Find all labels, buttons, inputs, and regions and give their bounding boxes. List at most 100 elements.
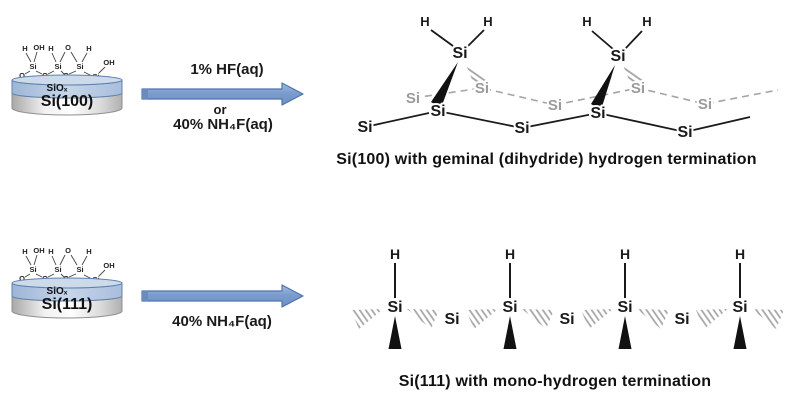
bond-line [59, 51, 66, 63]
atom-label-si-back: Si [631, 80, 645, 97]
reagent-text-1: 40% NH₄F(aq) [172, 313, 272, 330]
caption-si100: Si(100) with geminal (dihydride) hydroge… [336, 151, 757, 168]
atom-label-h: H [48, 44, 53, 53]
atom-label-si: Si [54, 265, 61, 274]
bond-line [47, 70, 55, 75]
bond-line [68, 70, 77, 75]
bond-line [51, 52, 57, 63]
atom-label-si-back: Si [698, 96, 712, 113]
monohydride-unit: H Si [696, 245, 784, 349]
oxide-label: SiOₓ [47, 83, 68, 94]
bond-line [591, 30, 614, 50]
reagent-text-2: or [214, 102, 227, 117]
bond-line [47, 273, 55, 278]
bold-front-bond [388, 316, 402, 349]
bond-line [24, 70, 31, 75]
hashed-back-bond-right [407, 309, 439, 329]
atom-label-h: H [483, 14, 492, 29]
atom-label-si: Si [76, 265, 83, 274]
atom-label-h: H [620, 246, 630, 262]
bond-line [60, 273, 65, 278]
atom-label-si: Si [76, 62, 83, 71]
bold-wedge-bond [431, 62, 458, 108]
wafer-si111: H OH H O H OH Si Si Si Si O O O SiOₓ Si(… [11, 246, 123, 319]
structure-si100-dihydride: H H H H Si Si Si Si Si Si Si Si Si Si Si… [355, 12, 779, 143]
hashed-back-bond-left [581, 309, 613, 329]
atom-label-si-front: Si [357, 119, 372, 136]
atom-label-si: Si [610, 48, 625, 65]
structure-si111-monohydride: H Si Si H Si Si H Si Si [351, 245, 784, 349]
arrow-end-cap [142, 291, 148, 301]
atom-label-si-bridge: Si [559, 311, 574, 328]
surface-bond-lines [24, 254, 106, 280]
bold-front-bond [618, 316, 632, 349]
bond-line [70, 51, 78, 63]
bond-line [60, 70, 65, 75]
atom-label-o: O [19, 274, 25, 283]
reaction-arrow-top: 1% HF(aq) or 40% NH₄F(aq) [141, 61, 304, 133]
bold-front-bond [503, 316, 517, 349]
bond-line [70, 254, 78, 266]
atom-label-h: H [505, 246, 515, 262]
front-chain-solid-bonds [364, 110, 751, 133]
atom-label-si-back: Si [475, 80, 489, 97]
bond-line [430, 29, 454, 47]
atom-label-h: H [582, 14, 591, 29]
oxide-label: SiOₓ [47, 286, 68, 297]
atom-label-si-front: Si [677, 124, 692, 141]
caption-si111: Si(111) with mono-hydrogen termination [398, 373, 712, 390]
hashed-back-bond-right [637, 309, 669, 329]
hashed-back-bond-left [466, 309, 498, 329]
hashed-back-bond-right [522, 309, 554, 329]
h-si-bonds [430, 29, 643, 50]
atom-label-si: Si [54, 62, 61, 71]
atom-label-si-bridge: Si [674, 311, 689, 328]
atom-label-si-front: Si [430, 103, 445, 120]
atom-label-h: H [390, 246, 400, 262]
atom-label-si-back: Si [406, 90, 420, 107]
dihydride-si-labels: Si Si [450, 43, 627, 67]
bond-line [24, 273, 31, 278]
atom-label-si-bridge: Si [444, 311, 459, 328]
bond-line [81, 255, 88, 266]
atom-label-h: H [48, 247, 53, 256]
atom-label-si: Si [502, 299, 517, 316]
hashed-back-bond-left [351, 309, 383, 329]
arrow-shape [141, 82, 304, 106]
substrate-label: Si(111) [42, 296, 93, 313]
hashed-back-bond-right [752, 309, 784, 329]
bond-line [68, 273, 77, 278]
hashed-wedge-bond [465, 62, 487, 90]
atom-label-h: H [642, 14, 651, 29]
atom-label-si: Si [387, 299, 402, 316]
bond-line [33, 254, 38, 266]
monohydride-unit: H Si [581, 245, 669, 349]
bond-line [98, 269, 106, 277]
bond-line [25, 255, 32, 266]
front-si-labels: Si Si Si Si Si [355, 101, 694, 143]
arrow-end-cap [142, 89, 148, 99]
bond-line [98, 66, 106, 74]
atom-label-o: O [65, 246, 71, 255]
atom-label-si-front: Si [514, 120, 529, 137]
bond-line [81, 52, 88, 63]
atom-label-si: Si [29, 62, 36, 71]
bond-line [25, 52, 32, 63]
hashed-wedge-bond [623, 65, 644, 90]
atom-label-h: H [22, 44, 27, 53]
bond-line [51, 255, 57, 266]
arrow-shape [141, 284, 304, 308]
atom-label-si: Si [452, 45, 467, 62]
wafer-top-ellipse [11, 74, 123, 86]
atom-label-si: Si [732, 299, 747, 316]
bond-line [59, 254, 66, 266]
reagent-text-3: 40% NH₄F(aq) [173, 116, 273, 133]
atom-label-o: O [65, 43, 71, 52]
back-si-labels: Si Si Si Si Si [404, 78, 714, 116]
atom-label-oh: OH [33, 43, 44, 52]
atom-label-si-back: Si [548, 97, 562, 114]
atom-label-h: H [735, 246, 745, 262]
atom-label-h: H [420, 14, 429, 29]
substrate-label: Si(100) [41, 93, 93, 110]
